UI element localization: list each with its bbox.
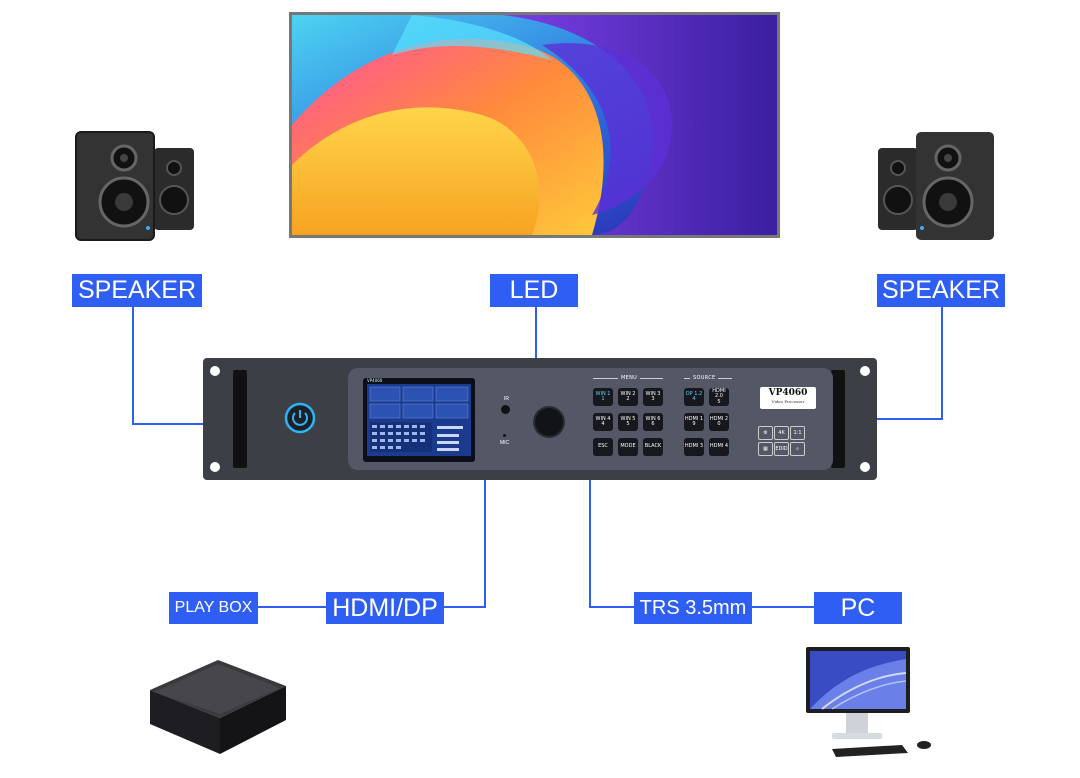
key-label: DP 1.2 (685, 390, 703, 397)
play-box-icon (140, 656, 292, 771)
screw-icon (860, 366, 870, 376)
key-label: WIN 1 (595, 390, 611, 397)
label-play-box: PLAY BOX (169, 592, 258, 624)
speaker-right-icon (876, 128, 1000, 247)
wire-hdmi-vertical (484, 480, 486, 608)
lcd-title: VP4060 (367, 378, 383, 383)
key-label: ESC (598, 443, 608, 450)
speaker-left-icon (72, 128, 196, 247)
led-wallpaper (292, 15, 777, 235)
settings-icon: ⚙ (758, 426, 773, 440)
key-number: 6 (651, 421, 655, 427)
screw-icon (210, 366, 220, 376)
capture-icon: ⌕ (790, 442, 805, 456)
key-label: MODE (620, 443, 636, 450)
wire-hdmi-horizontal (443, 606, 486, 608)
badge-4k: 4K (774, 426, 789, 440)
badge-1to1: 1:1 (790, 426, 805, 440)
model-name: VP4060 (768, 388, 808, 398)
power-button[interactable] (284, 402, 316, 434)
label-trs: TRS 3.5mm (634, 592, 752, 624)
key-label: HDMI 1 (684, 415, 704, 422)
lcd-content (367, 384, 471, 456)
video-processor: VP4060 (203, 358, 877, 480)
key-black[interactable]: BLACK (643, 438, 663, 456)
key-number: 3 (651, 396, 655, 402)
wire-pc (752, 606, 814, 608)
key-esc[interactable]: ESC (593, 438, 613, 456)
key-label: WIN 4 (595, 415, 611, 422)
model-badge: VP4060 Video Processor (760, 387, 816, 409)
front-panel: VP4060 (348, 368, 833, 470)
rotary-knob[interactable] (535, 408, 563, 436)
key-number: 4 (601, 421, 605, 427)
ir-sensor (501, 405, 510, 414)
key-label: WIN 6 (645, 415, 661, 422)
wire-trs-horizontal (589, 606, 634, 608)
key-number: 9 (692, 421, 696, 427)
key-label: HDMI 4 (709, 443, 729, 450)
wire-trs-vertical (589, 480, 591, 608)
key-label: WIN 2 (620, 390, 636, 397)
power-icon (284, 402, 316, 434)
rack-handle-right (831, 370, 845, 468)
wire-speaker-right-vertical (941, 307, 943, 420)
wire-playbox (258, 606, 326, 608)
screw-icon (210, 462, 220, 472)
mic-label: MIC (500, 440, 510, 446)
wire-led (535, 307, 537, 359)
key-mode[interactable]: MODE (618, 438, 638, 456)
lcd-screen[interactable]: VP4060 (363, 378, 475, 462)
label-pc: PC (814, 592, 902, 624)
hdr-icon: ▦ (758, 442, 773, 456)
key-label: WIN 3 (645, 390, 661, 397)
menu-header: MENU (618, 375, 641, 381)
badge-edid: EDID (774, 442, 789, 456)
wire-speaker-left-vertical (132, 307, 134, 425)
key-number: 5 (717, 398, 721, 405)
label-speaker-right: SPEAKER (877, 274, 1005, 307)
key-label: HDMI 2.0 (712, 387, 726, 400)
wire-speaker-left-horizontal (132, 423, 204, 425)
pc-icon (802, 645, 952, 772)
key-number: 5 (626, 421, 630, 427)
label-led: LED (490, 274, 578, 307)
key-hdmi4[interactable]: HDMI 4 (709, 438, 729, 456)
ir-label: IR (504, 396, 509, 402)
key-label: HDMI 3 (684, 443, 704, 450)
key-number: 2 (626, 396, 630, 402)
wire-speaker-right-horizontal (876, 418, 943, 420)
label-hdmi-dp: HDMI/DP (326, 592, 444, 624)
rack-handle-left (233, 370, 247, 468)
key-hdmi3[interactable]: HDMI 3 (684, 438, 704, 456)
source-header: SOURCE (690, 375, 719, 381)
key-number: 4 (692, 396, 696, 402)
model-subtitle: Video Processor (771, 399, 805, 404)
label-speaker-left: SPEAKER (72, 274, 202, 307)
key-label: WIN 5 (620, 415, 636, 422)
led-display (289, 12, 780, 238)
mic-hole (503, 434, 506, 437)
key-label: HDMI 2 (709, 415, 729, 422)
key-number: 1 (601, 396, 605, 402)
key-label: BLACK (644, 443, 662, 450)
key-number: 0 (717, 421, 721, 427)
screw-icon (860, 462, 870, 472)
